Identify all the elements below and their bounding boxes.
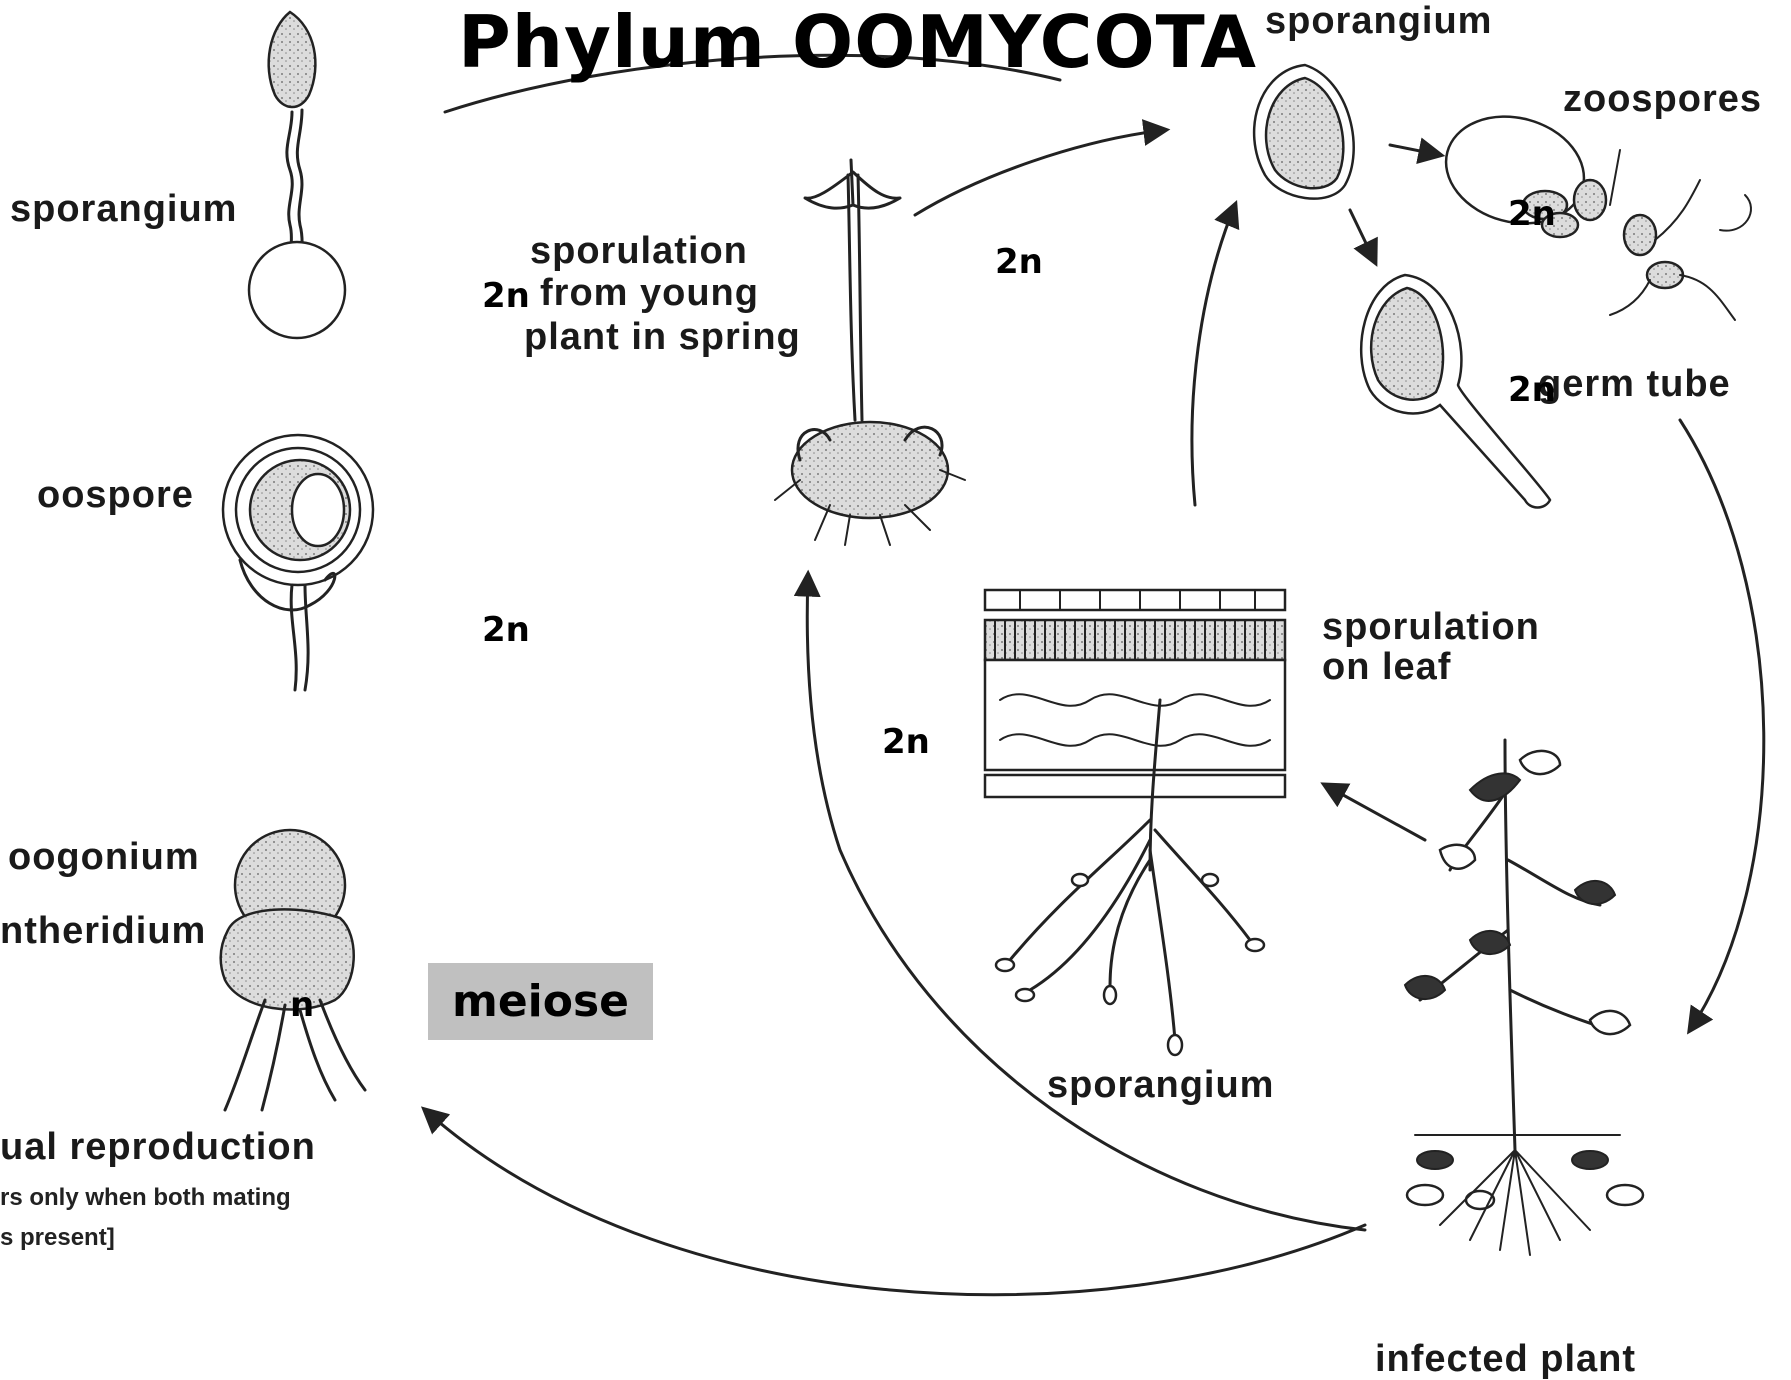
label-sporulation-spring-3: plant in spring [524, 318, 801, 358]
label-sporangium-left: sporangium [10, 190, 237, 230]
leaf-cross-section-illustration [985, 590, 1285, 1055]
label-sporulation-spring-2: from young [540, 274, 759, 314]
arrow-sporangium-to-germinating [1350, 210, 1375, 262]
infected-plant-illustration [1405, 740, 1643, 1255]
sporangium-top-illustration [1254, 65, 1354, 199]
arrow-sporangium-to-zoospores [1390, 145, 1440, 155]
label-zoospores: zoospores [1563, 80, 1762, 120]
sporangium-left-illustration [249, 12, 345, 338]
label-oogonium: oogonium [8, 838, 200, 878]
oospore-illustration [223, 435, 373, 690]
ploidy-arrow-top: 2n [995, 242, 1043, 282]
ploidy-leaf-left: 2n [882, 722, 930, 762]
label-sexual-reproduction: ual reproduction [0, 1128, 316, 1168]
label-sexual-note-line1: rs only when both mating [0, 1185, 291, 1210]
label-oospore: oospore [37, 476, 194, 516]
label-sporulation-spring-1: sporulation [530, 232, 748, 272]
ploidy-left-center: 2n [482, 610, 530, 650]
label-infected-plant: infected plant [1375, 1340, 1636, 1380]
label-antheridium: ntheridium [0, 912, 206, 952]
label-sporangium-top: sporangium [1265, 2, 1492, 42]
diagram-title: Phylum OOMYCOTA [458, 0, 1257, 84]
ploidy-spring-prefix: 2n [482, 276, 530, 316]
ploidy-zoospores: 2n [1508, 194, 1556, 234]
oogonium-antheridium-illustration [221, 830, 365, 1110]
arrow-plant-to-leaf [1325, 785, 1425, 840]
ploidy-germ-tube: 2n [1508, 370, 1556, 410]
label-sporulation-leaf-1: sporulation [1322, 608, 1540, 648]
meiose-box: meiose [428, 963, 653, 1040]
label-sexual-note-line2: s present] [0, 1225, 115, 1250]
arrow-germtube-to-plant [1680, 420, 1764, 1030]
arrow-plant-to-sexual [425, 1110, 1365, 1295]
ploidy-antheridium: n [290, 985, 314, 1025]
arrow-leaf-up-to-sporangium [1192, 205, 1235, 505]
zoospore-release-illustration [1434, 102, 1751, 320]
meiose-label: meiose [452, 976, 629, 1027]
arrow-spring-to-sporangium [915, 130, 1165, 215]
label-germ-tube: germ tube [1538, 365, 1731, 405]
label-sporangium-bottom: sporangium [1047, 1066, 1274, 1106]
label-sporulation-leaf-2: on leaf [1322, 648, 1451, 688]
young-plant-illustration [775, 160, 965, 545]
